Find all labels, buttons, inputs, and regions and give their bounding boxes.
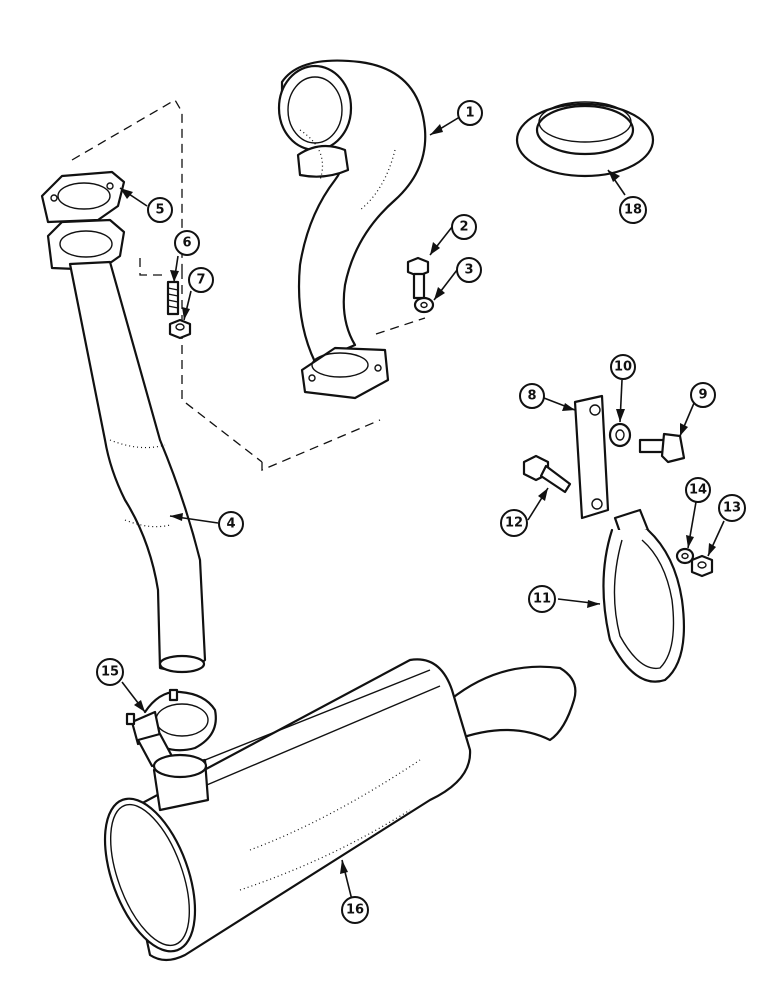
svg-text:7: 7 (196, 273, 205, 288)
callout-16: 16 (341, 896, 369, 924)
cap-plate (515, 101, 655, 178)
bolt-9 (638, 432, 686, 464)
lock-washer-10 (608, 422, 632, 448)
callout-14: 14 (685, 477, 711, 503)
svg-text:18: 18 (624, 203, 642, 218)
nut-13 (690, 554, 714, 578)
bolt-12 (522, 454, 572, 494)
svg-text:4: 4 (226, 517, 235, 532)
u-clamp-15 (125, 688, 217, 768)
callout-5: 5 (147, 197, 173, 223)
washer-14 (675, 547, 695, 565)
nut-7 (168, 318, 192, 340)
svg-text:12: 12 (505, 516, 523, 531)
callout-8: 8 (519, 383, 545, 409)
svg-text:6: 6 (182, 236, 191, 251)
svg-text:13: 13 (723, 501, 741, 516)
callout-15: 15 (96, 658, 124, 686)
svg-text:3: 3 (464, 263, 473, 278)
callout-9: 9 (690, 382, 716, 408)
assembly-dashed-lines (71, 99, 426, 471)
svg-text:15: 15 (101, 665, 119, 680)
bolt-2 (406, 256, 430, 300)
svg-text:8: 8 (527, 389, 536, 404)
callout-10: 10 (610, 354, 636, 380)
callout-6: 6 (174, 230, 200, 256)
svg-text:2: 2 (459, 220, 468, 235)
callout-11: 11 (528, 585, 556, 613)
svg-text:1: 1 (465, 106, 474, 121)
callout-1: 1 (457, 100, 483, 126)
down-pipe (46, 218, 207, 674)
stud-6 (166, 280, 180, 316)
elbow-pipe (277, 59, 427, 400)
callout-12: 12 (500, 509, 528, 537)
leader-arrowheads (120, 124, 716, 874)
callout-2: 2 (451, 214, 477, 240)
band-clamp-11 (602, 508, 685, 683)
callout-3: 3 (456, 257, 482, 283)
washer-3 (413, 296, 435, 314)
svg-text:9: 9 (698, 388, 707, 403)
muffler-16 (103, 658, 577, 962)
svg-text:10: 10 (614, 360, 632, 375)
strap-bar-8 (573, 394, 610, 520)
svg-text:11: 11 (533, 592, 551, 607)
svg-text:16: 16 (346, 903, 364, 918)
callout-13: 13 (718, 494, 746, 522)
svg-text:14: 14 (689, 483, 707, 498)
callout-18: 18 (619, 196, 647, 224)
callout-7: 7 (188, 267, 214, 293)
callout-4: 4 (218, 511, 244, 537)
gasket-5 (40, 170, 126, 224)
svg-text:5: 5 (155, 203, 164, 218)
